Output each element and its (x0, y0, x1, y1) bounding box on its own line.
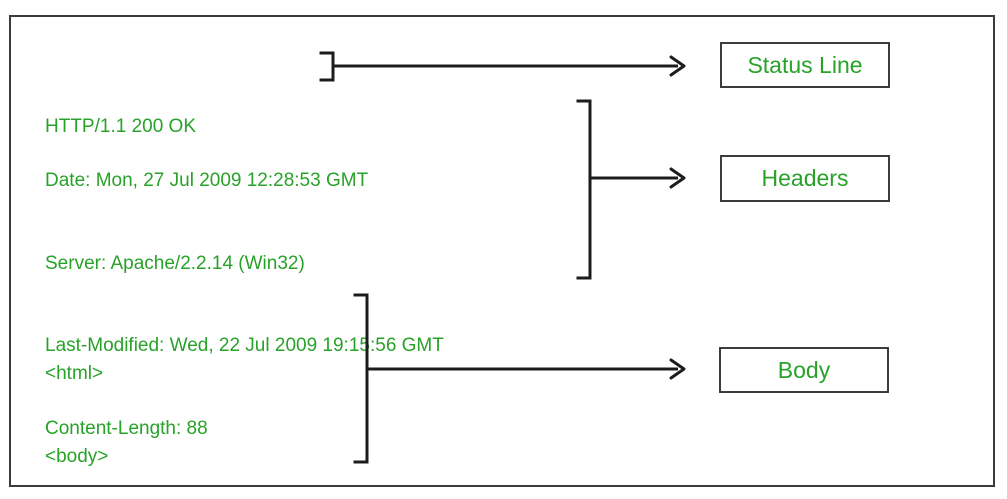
headers-label-box: Headers (720, 155, 890, 202)
header-line-server: Server: Apache/2.2.14 (Win32) (45, 252, 305, 274)
headers-text-block: Date: Mon, 27 Jul 2009 12:28:53 GMT Serv… (45, 112, 444, 499)
body-label: Body (777, 356, 831, 383)
body-label-box: Body (719, 347, 889, 393)
header-line-content-length: Content-Length: 88 (45, 417, 208, 439)
body-line-body-open: <body> (45, 445, 109, 467)
body-text-block: <html> <body> <h1>Hello, World!</h1> </b… (45, 305, 245, 499)
status-line-label: Status Line (747, 51, 863, 78)
header-line-last-modified: Last-Modified: Wed, 22 Jul 2009 19:15:56… (45, 335, 444, 356)
header-line-date: Date: Mon, 27 Jul 2009 12:28:53 GMT (45, 170, 369, 191)
status-line-text: HTTP/1.1 200 OK (45, 58, 196, 196)
diagram-outer-border (9, 15, 995, 487)
body-line-html-open: <html> (45, 363, 104, 384)
status-line-label-box: Status Line (720, 42, 890, 88)
status-line-value: HTTP/1.1 200 OK (45, 116, 197, 137)
headers-label: Headers (761, 165, 849, 191)
